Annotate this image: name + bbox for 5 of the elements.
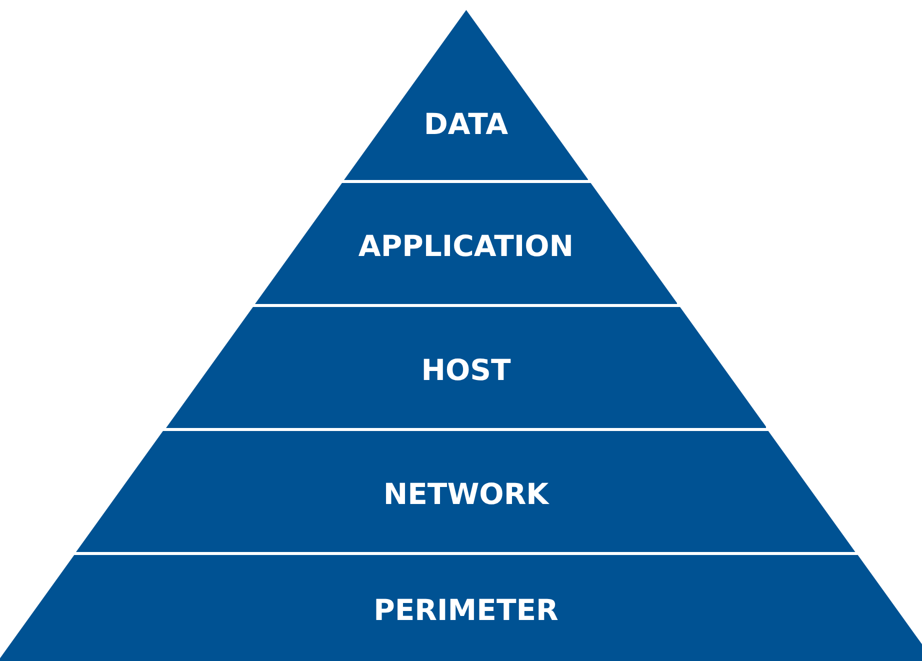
tier-label: PERIMETER [374,593,558,627]
tier-label: HOST [421,352,511,386]
tier-label: NETWORK [383,476,549,510]
tier-label: APPLICATION [358,228,574,262]
tier-label: DATA [424,107,508,141]
